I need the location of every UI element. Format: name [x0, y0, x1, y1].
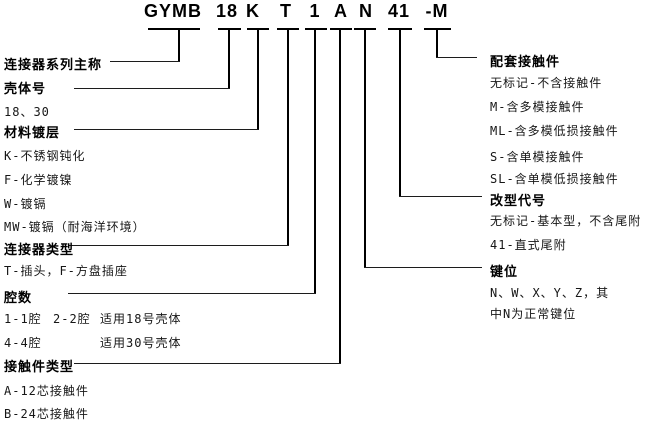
connector-bar-cavity	[305, 28, 327, 30]
mating-option-none: 无标记-不含接触件	[490, 76, 603, 90]
leader-variant	[399, 196, 482, 197]
mating-option-sl: SL-含单模低损接触件	[490, 172, 619, 186]
variant-option-none: 无标记-基本型，不含尾附	[490, 214, 642, 228]
drop-line-cavity	[314, 28, 316, 294]
drop-line-plating	[257, 28, 259, 130]
code-segment-contact: A	[334, 1, 348, 21]
drop-line-type	[287, 28, 289, 246]
variant-option-41: 41-直式尾附	[490, 238, 567, 252]
mating-option-ml: ML-含多模低损接触件	[490, 124, 619, 138]
code-segment-series: GYMB	[144, 1, 202, 21]
code-segment-plating: K	[246, 1, 260, 21]
leader-series	[110, 61, 180, 62]
leader-shell	[74, 88, 230, 89]
cavity-option-4: 4-4腔	[4, 336, 42, 350]
cavity-note-shell18: 适用18号壳体	[100, 312, 182, 326]
drop-line-variant	[399, 28, 401, 197]
heading-type: 连接器类型	[4, 242, 75, 257]
cavity-option-1: 1-1腔	[4, 312, 42, 326]
code-segment-key: N	[359, 1, 373, 21]
type-options: T-插头，F-方盘插座	[4, 264, 128, 278]
heading-contact: 接触件类型	[4, 359, 75, 374]
plating-option-w: W-镀镉	[4, 197, 47, 211]
mating-option-m: M-含多模接触件	[490, 100, 585, 114]
code-segment-type: T	[280, 1, 292, 21]
cavity-option-2: 2-2腔	[53, 312, 91, 326]
contact-option-b: B-24芯接触件	[4, 407, 89, 421]
leader-key	[364, 267, 482, 268]
drop-line-contact	[339, 28, 341, 364]
plating-option-f: F-化学镀镍	[4, 173, 73, 187]
connector-bar-contact	[330, 28, 352, 30]
drop-line-key	[364, 28, 366, 268]
heading-variant: 改型代号	[490, 193, 547, 208]
code-segment-shell: 18	[215, 1, 239, 21]
drop-line-mating	[436, 28, 438, 58]
leader-plating	[74, 129, 259, 130]
heading-shell: 壳体号	[4, 81, 47, 96]
leader-contact	[74, 363, 341, 364]
contact-option-a: A-12芯接触件	[4, 384, 89, 398]
code-segment-variant: 41	[387, 1, 411, 21]
drop-line-series	[178, 28, 180, 62]
connector-bar-series	[148, 28, 200, 30]
mating-option-s: S-含单模接触件	[490, 150, 585, 164]
heading-plating: 材料镀层	[4, 125, 61, 140]
leader-mating	[436, 57, 477, 58]
leader-cavity	[68, 293, 316, 294]
key-options-line1: N、W、X、Y、Z，其	[490, 286, 610, 300]
key-options-line2: 中N为正常键位	[490, 307, 577, 321]
heading-mating: 配套接触件	[490, 54, 561, 69]
heading-key: 键位	[490, 264, 519, 279]
code-segment-cavity: 1	[309, 1, 321, 21]
plating-option-k: K-不锈钢钝化	[4, 149, 86, 163]
drop-line-shell	[228, 28, 230, 89]
shell-options: 18、30	[4, 105, 50, 119]
plating-option-mw: MW-镀镉（耐海洋环境）	[4, 220, 146, 234]
heading-series: 连接器系列主称	[4, 57, 103, 72]
code-segment-mating: -M	[425, 1, 449, 21]
leader-type	[68, 245, 289, 246]
heading-cavity: 腔数	[4, 290, 33, 305]
cavity-note-shell30: 适用30号壳体	[100, 336, 182, 350]
